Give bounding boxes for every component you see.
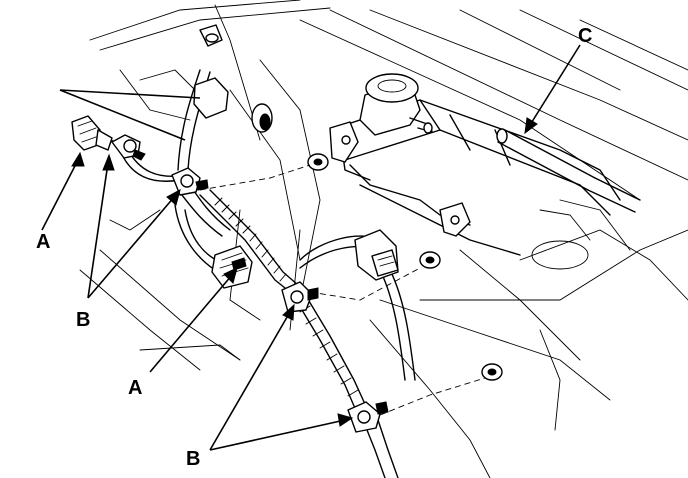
rail-brackets — [329, 121, 471, 237]
callout-a-top: A — [36, 231, 50, 253]
washers — [307, 153, 503, 381]
reference-dashes — [199, 164, 486, 416]
reservoir-cap — [359, 73, 433, 136]
clip-b-bottom — [347, 401, 389, 433]
harness-lower — [295, 235, 416, 478]
connector-right — [354, 229, 399, 281]
callout-b-left: B — [76, 309, 90, 331]
leader-lines — [41, 44, 581, 451]
engine-outline — [79, 0, 688, 478]
connector-a-lower — [211, 245, 253, 289]
harness-corrugated-tube — [199, 189, 307, 301]
pipe-c — [496, 128, 641, 213]
connector-a-top — [71, 115, 113, 151]
clip-b-left — [111, 134, 146, 161]
callout-a-bottom: A — [128, 377, 142, 399]
upper-bracket — [193, 24, 273, 133]
clip-b-tube — [281, 281, 319, 313]
callout-b-bottom: B — [186, 448, 200, 470]
callout-c: C — [578, 25, 592, 47]
